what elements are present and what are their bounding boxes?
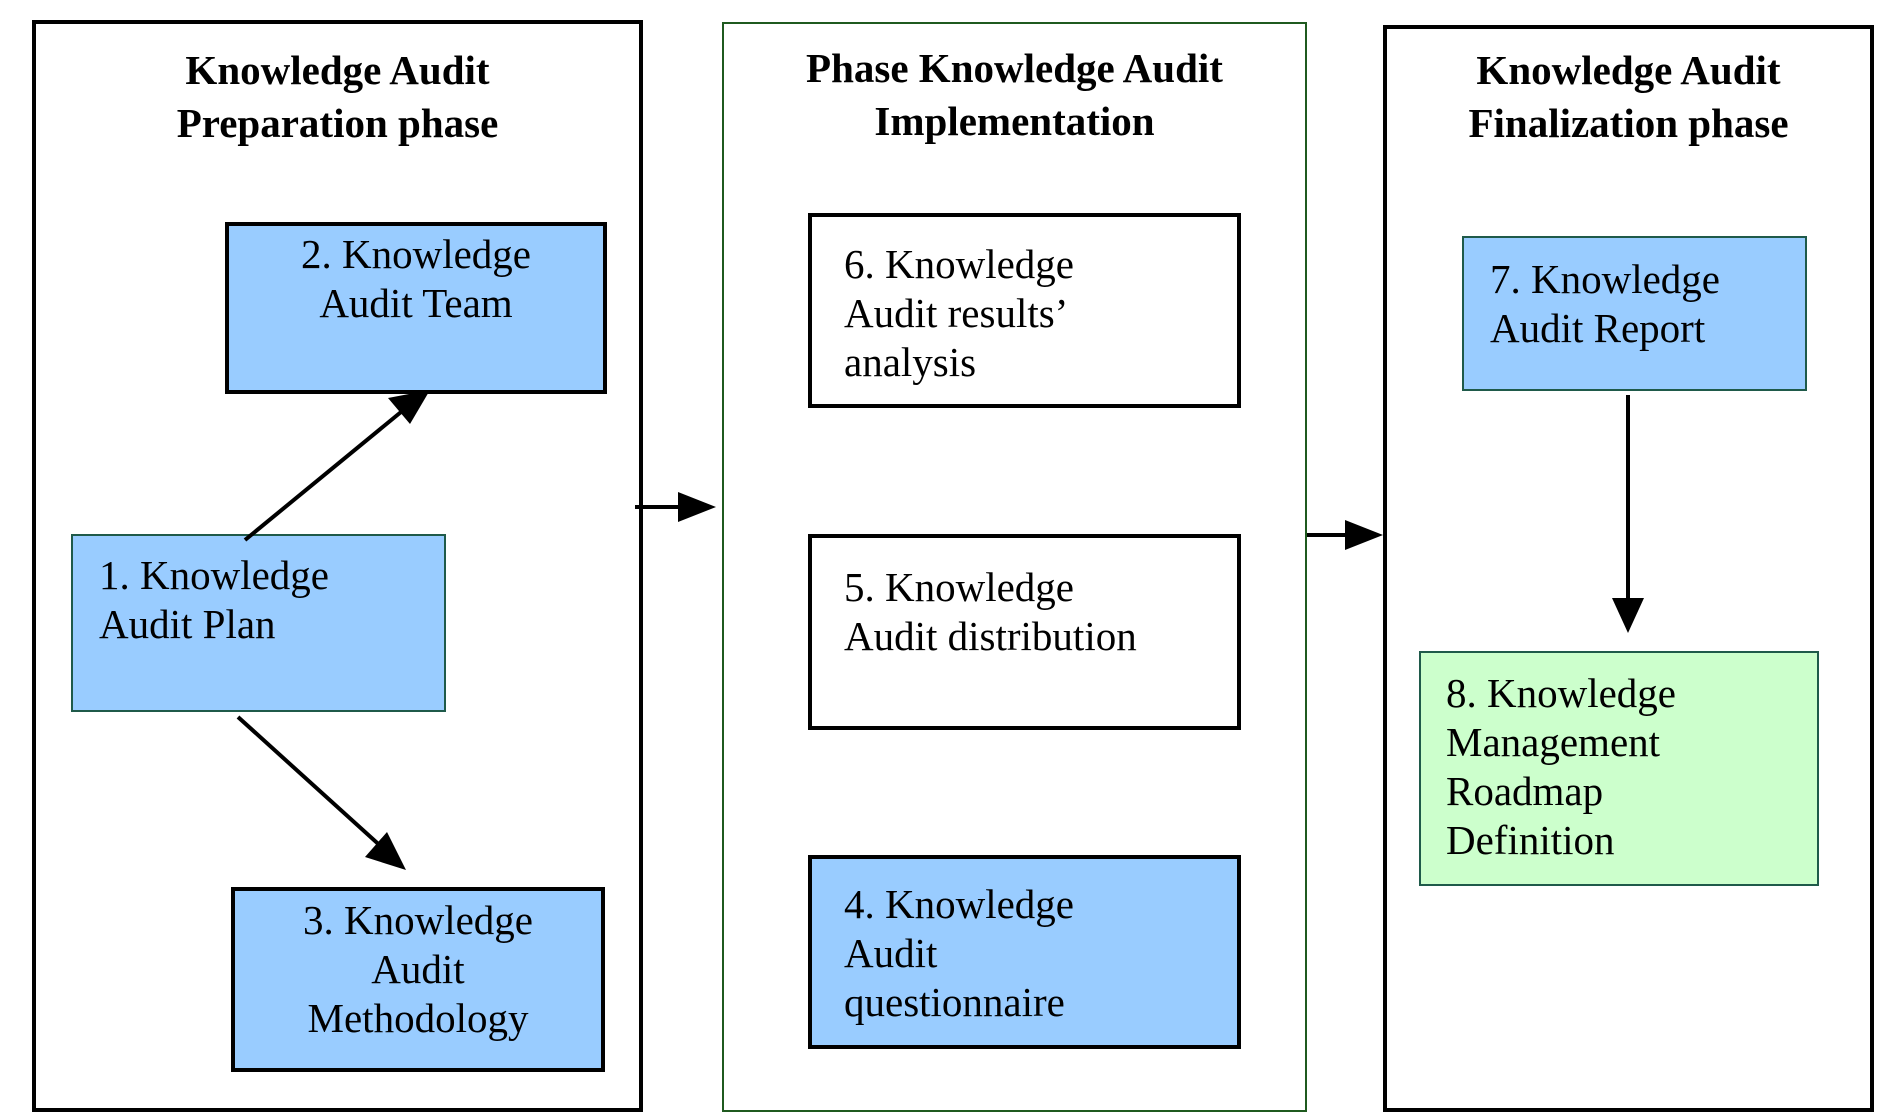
- step-3-label: 3. Knowledge Audit Methodology: [302, 897, 533, 1041]
- arrow-preparation-to-implementation: [635, 492, 716, 522]
- arrow-plan-to-team: [243, 390, 430, 542]
- implementation-phase-title: Phase Knowledge Audit Implementation: [806, 45, 1223, 144]
- step-8-knowledge-management-roadmap-definition: 8. Knowledge Management Roadmap Definiti…: [1419, 651, 1819, 886]
- arrow-plan-to-methodology: [236, 715, 406, 870]
- step-6-label: 6. Knowledge Audit results’ analysis: [844, 241, 1075, 385]
- step-1-knowledge-audit-plan: 1. Knowledge Audit Plan: [71, 534, 446, 712]
- step-2-label: 2. Knowledge Audit Team: [300, 231, 531, 326]
- arrow-report-to-roadmap: [1612, 395, 1644, 633]
- step-7-knowledge-audit-report: 7. Knowledge Audit Report: [1462, 236, 1807, 391]
- finalization-phase-title: Knowledge Audit Finalization phase: [1468, 47, 1789, 146]
- step-2-knowledge-audit-team: 2. Knowledge Audit Team: [225, 222, 607, 394]
- step-7-label: 7. Knowledge Audit Report: [1490, 256, 1721, 351]
- step-1-label: 1. Knowledge Audit Plan: [99, 552, 330, 647]
- step-5-label: 5. Knowledge Audit distribution: [844, 564, 1137, 659]
- step-4-knowledge-audit-questionnaire: 4. Knowledge Audit questionnaire: [808, 855, 1241, 1049]
- preparation-phase-title: Knowledge Audit Preparation phase: [176, 47, 499, 146]
- step-8-label: 8. Knowledge Management Roadmap Definiti…: [1446, 670, 1677, 863]
- step-4-label: 4. Knowledge Audit questionnaire: [844, 881, 1075, 1025]
- step-3-knowledge-audit-methodology: 3. Knowledge Audit Methodology: [231, 887, 605, 1072]
- finalization-phase-panel: Knowledge Audit Finalization phase: [1383, 25, 1874, 1112]
- step-5-knowledge-audit-distribution: 5. Knowledge Audit distribution: [808, 534, 1241, 730]
- step-6-knowledge-audit-results-analysis: 6. Knowledge Audit results’ analysis: [808, 213, 1241, 408]
- arrow-implementation-to-finalization: [1307, 520, 1383, 550]
